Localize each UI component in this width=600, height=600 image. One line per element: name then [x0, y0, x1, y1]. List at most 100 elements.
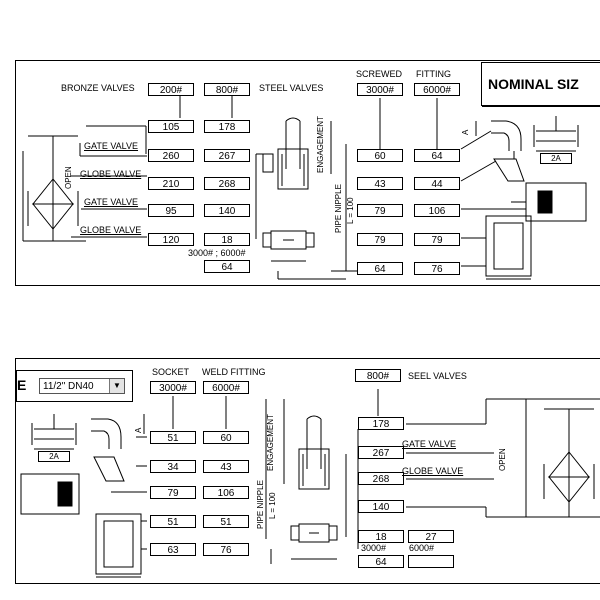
- cell-fitting-row2: 44: [414, 177, 460, 190]
- cell-fitting-row5: 76: [414, 262, 460, 275]
- bottom-pipe-nipple-label: PIPE NIPPLE: [256, 480, 265, 529]
- cell-200-row5: 120: [148, 233, 194, 246]
- header-fitting: FITTING: [416, 69, 451, 79]
- cell-socket-row3: 79: [150, 486, 196, 499]
- nominal-size-title: NOMINAL SIZ: [481, 62, 600, 106]
- cell-seel-18: 18: [358, 530, 404, 543]
- cell-screwed-row4: 79: [357, 233, 403, 246]
- top-dim-a-label: A: [461, 129, 470, 135]
- bottom-combo-value: 64: [358, 555, 404, 568]
- cell-weld-row1: 60: [203, 431, 249, 444]
- top-valve-panel: NOMINAL SIZ BRONZE VALVES STEEL VALVES S…: [15, 60, 600, 286]
- header-steel-valves: STEEL VALVES: [259, 83, 324, 93]
- cell-seel-27: 27: [408, 530, 454, 543]
- bottom-pressure-6000-box: 6000#: [203, 381, 249, 394]
- cell-800-row2: 267: [204, 149, 250, 162]
- top-length-label: L = 100: [346, 197, 355, 224]
- cell-socket-row4: 51: [150, 515, 196, 528]
- top-45-elbow: [493, 158, 525, 182]
- bottom-label-globe-valve: GLOBE VALVE: [402, 466, 464, 476]
- cell-200-row3: 210: [148, 177, 194, 190]
- bottom-engagement-fitting: [298, 415, 330, 490]
- bottom-union-fitting: [20, 473, 80, 515]
- bottom-pipe-nipple: [290, 523, 338, 560]
- bottom-pressure-3000-box: 3000#: [150, 381, 196, 394]
- cell-800-row5: 18: [204, 233, 250, 246]
- top-tee-fitting: [533, 116, 579, 152]
- cell-screwed-row3: 79: [357, 204, 403, 217]
- nominal-size-select-panel: E 11/2" DN40 ▼: [16, 370, 133, 402]
- bottom-open-dimension-label: OPEN: [498, 448, 507, 471]
- top-pipe-nipple: [262, 230, 315, 262]
- nominal-size-dropdown[interactable]: 11/2" DN40 ▼: [39, 378, 125, 394]
- bottom-length-label: L = 100: [268, 492, 277, 519]
- bottom-drawing-lines: [20, 389, 600, 578]
- header-bronze-valves: BRONZE VALVES: [61, 83, 135, 93]
- top-combo-value: 64: [204, 260, 250, 273]
- label-gate-valve-1: GATE VALVE: [84, 141, 139, 151]
- pressure-6000-box: 6000#: [414, 83, 460, 96]
- cell-weld-row5: 76: [203, 543, 249, 556]
- cell-800-row3: 268: [204, 177, 250, 190]
- cell-fitting-row3: 106: [414, 204, 460, 217]
- bottom-label-gate-valve: GATE VALVE: [402, 439, 457, 449]
- bottom-engagement-label: ENGAGEMENT: [266, 414, 275, 471]
- bottom-dim-2a-label: 2A: [38, 451, 70, 462]
- cell-200-row1: 105: [148, 120, 194, 133]
- nominal-size-value: 11/2" DN40: [43, 381, 94, 392]
- top-pipe-nipple-label: PIPE NIPPLE: [334, 184, 343, 233]
- cell-800-row4: 140: [204, 204, 250, 217]
- bottom-elbow-fitting: [91, 414, 145, 449]
- bottom-coupling-box: [95, 513, 142, 578]
- cell-seel-800-row1: 178: [358, 417, 404, 430]
- bottom-combo-empty: [408, 555, 454, 568]
- top-elbow-fitting: [475, 120, 522, 159]
- cell-weld-row2: 43: [203, 460, 249, 473]
- pressure-3000-box: 3000#: [357, 83, 403, 96]
- cell-screwed-row2: 43: [357, 177, 403, 190]
- cell-200-row4: 95: [148, 204, 194, 217]
- bottom-combo-3000: 3000#: [361, 543, 387, 553]
- cell-seel-800-row2: 267: [358, 446, 404, 459]
- cell-weld-row4: 51: [203, 515, 249, 528]
- cell-weld-row3: 106: [203, 486, 249, 499]
- top-union-fitting: [511, 182, 587, 222]
- top-engagement-label: ENGAGEMENT: [316, 116, 325, 173]
- bottom-combo-6000: 6000#: [409, 543, 435, 553]
- top-drawing-lines: [22, 95, 587, 280]
- cell-800-row1: 178: [204, 120, 250, 133]
- header-screwed: SCREWED: [356, 69, 403, 79]
- label-gate-valve-2: GATE VALVE: [84, 197, 139, 207]
- top-gate-valve-diagram: [22, 135, 86, 242]
- pressure-200-box: 200#: [148, 83, 194, 96]
- size-prefix-text: E: [17, 377, 27, 393]
- bottom-dim-a-label: A: [134, 427, 143, 433]
- cell-fitting-row4: 79: [414, 233, 460, 246]
- bottom-gate-valve-diagram: [486, 399, 600, 518]
- top-open-dimension-label: OPEN: [64, 166, 73, 189]
- bottom-pressure-800-box: 800#: [355, 369, 401, 382]
- bottom-tee-fitting: [31, 414, 77, 450]
- chevron-down-icon[interactable]: ▼: [109, 379, 124, 393]
- cell-fitting-row1: 64: [414, 149, 460, 162]
- top-coupling-box: [485, 215, 532, 280]
- bottom-45-elbow: [93, 456, 125, 482]
- cell-socket-row5: 63: [150, 543, 196, 556]
- top-dim-2a-label: 2A: [540, 153, 572, 164]
- cell-socket-row2: 34: [150, 460, 196, 473]
- top-engagement-fitting: [262, 117, 309, 190]
- header-socket: SOCKET: [152, 367, 190, 377]
- label-globe-valve-2: GLOBE VALVE: [80, 225, 142, 235]
- header-seel-valves: SEEL VALVES: [408, 371, 467, 381]
- header-weld-fitting: WELD FITTING: [202, 367, 266, 377]
- cell-seel-800-row3: 268: [358, 472, 404, 485]
- bottom-valve-panel: E 11/2" DN40 ▼ SOCKET WELD FITTING SEEL …: [15, 358, 600, 584]
- top-combo-label: 3000# ; 6000#: [188, 248, 246, 258]
- cell-200-row2: 260: [148, 149, 194, 162]
- cell-screwed-row1: 60: [357, 149, 403, 162]
- cell-seel-800-row4: 140: [358, 500, 404, 513]
- cell-screwed-row5: 64: [357, 262, 403, 275]
- pressure-800-box: 800#: [204, 83, 250, 96]
- label-globe-valve-1: GLOBE VALVE: [80, 169, 142, 179]
- cell-socket-row1: 51: [150, 431, 196, 444]
